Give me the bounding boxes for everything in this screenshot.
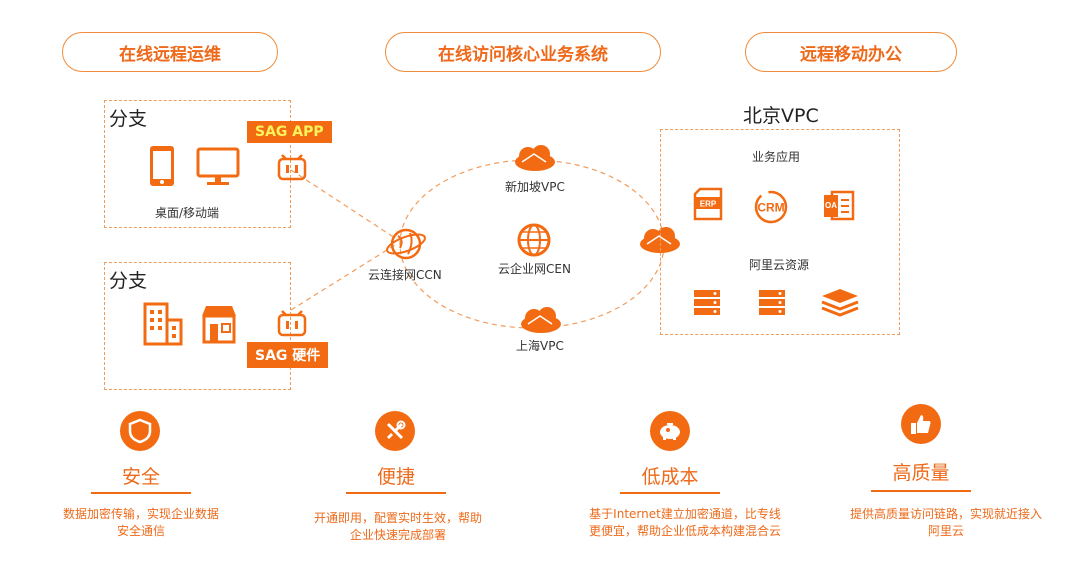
- cen-globe-icon: [517, 223, 551, 257]
- sag-app-device-icon: [277, 154, 307, 181]
- business-apps-label: 业务应用: [752, 150, 801, 164]
- feature-desc-high-quality: 提供高质量访问链路，实现就近接入阿里云: [849, 507, 1042, 538]
- crm-icon-text: CRM: [757, 201, 784, 215]
- singapore-vpc-label: 新加坡VPC: [505, 180, 565, 194]
- branch-title: 分支: [109, 270, 148, 292]
- header-core-access: 在线访问核心业务系统: [385, 32, 661, 72]
- beijing-vpc-title: 北京VPC: [743, 105, 819, 127]
- feature-icon-circle: [375, 411, 415, 451]
- erp-icon-text: ERP: [700, 200, 717, 209]
- sag-app-tag: SAG APP: [247, 121, 332, 143]
- feature-underline: [871, 490, 971, 492]
- oa-icon: OA: [824, 190, 855, 221]
- server-stack-icon: [694, 290, 720, 315]
- feature-desc-convenience: 开通即用，配置实时生效，帮助企业快速完成部署: [313, 511, 482, 542]
- feature-icon-circle: [120, 411, 160, 451]
- cen-label: 云企业网CEN: [498, 262, 571, 276]
- sag-hardware-tag: SAG 硬件: [247, 342, 329, 368]
- crm-icon: CRM: [754, 190, 788, 224]
- desktop-mobile-caption: 桌面/移动端: [155, 206, 220, 220]
- storage-layers-icon: [821, 289, 859, 317]
- branch-box-hardware: [104, 262, 291, 390]
- cloud-icon-singapore: [515, 145, 555, 171]
- feature-underline: [620, 492, 720, 494]
- feature-title-low-cost: 低成本: [641, 466, 699, 488]
- tools-icon: [386, 420, 406, 440]
- feature-desc-low-cost: 基于Internet建立加密通道，比专线更便宜，帮助企业低成本构建混合云: [588, 507, 781, 538]
- ccn-label: 云连接网CCN: [368, 268, 442, 282]
- header-mobile-office: 远程移动办公: [745, 32, 957, 72]
- thumbs-up-icon: [911, 415, 931, 434]
- erp-icon: ERP: [693, 187, 723, 221]
- server-stack-icon: [759, 290, 785, 315]
- cloud-icon-shanghai: [521, 307, 561, 333]
- feature-title-convenience: 便捷: [376, 466, 415, 488]
- shanghai-vpc-label: 上海VPC: [516, 339, 564, 353]
- sag-hardware-device-icon: [277, 310, 307, 337]
- feature-desc-security: 数据加密传输，实现企业数据安全通信: [62, 507, 219, 538]
- store-icon: [202, 306, 236, 344]
- aliyun-resources-label: 阿里云资源: [749, 258, 810, 272]
- ccn-globe-icon: [386, 228, 426, 260]
- feature-title-high-quality: 高质量: [892, 462, 950, 484]
- branch-box-app: [104, 100, 291, 228]
- piggy-bank-icon: [660, 423, 680, 440]
- beijing-vpc-box: [660, 129, 900, 335]
- header-remote-ops: 在线远程运维: [62, 32, 278, 72]
- feature-icon-circle: [650, 411, 690, 451]
- feature-underline: [91, 492, 191, 494]
- shield-icon: [128, 418, 152, 444]
- oa-icon-text: OA: [825, 201, 837, 210]
- feature-icon-circle: [901, 404, 941, 444]
- feature-title-security: 安全: [121, 466, 160, 488]
- branch-title: 分支: [109, 108, 148, 130]
- desktop-icon: [196, 147, 240, 185]
- feature-underline: [346, 492, 446, 494]
- phone-icon: [150, 146, 174, 186]
- office-building-icon: [143, 302, 183, 346]
